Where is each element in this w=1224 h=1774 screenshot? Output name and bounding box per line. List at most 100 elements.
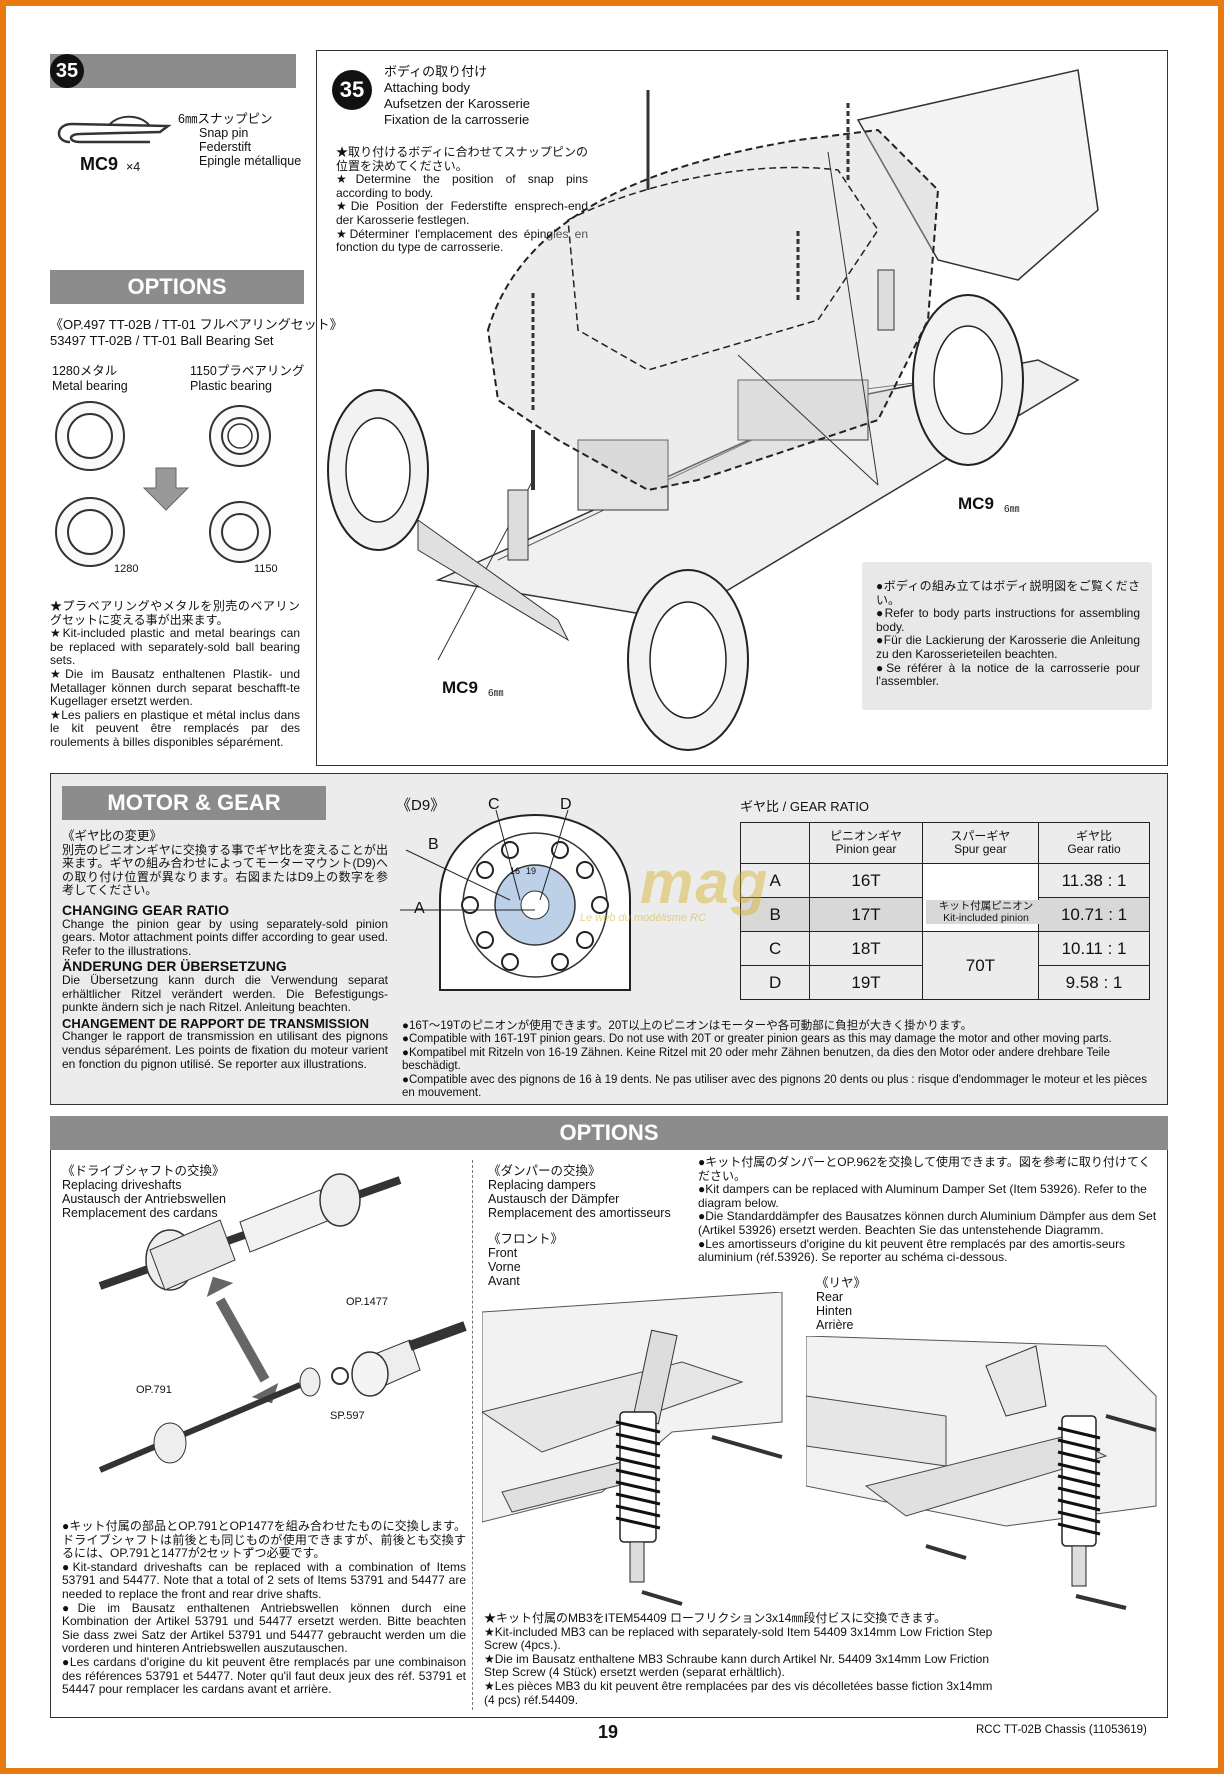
mount-label-b: B bbox=[428, 836, 439, 853]
damper-text: ●キット付属のダンパーとOP.962を交換して使用できます。図を参考に取り付けて… bbox=[698, 1155, 1158, 1265]
step35-instructions: ★取り付けるボディに合わせてスナップピンの位置を決めてください。 ★Determ… bbox=[336, 145, 588, 255]
front-label-de: Vorne bbox=[488, 1260, 521, 1274]
row-a-pinion: 16T bbox=[809, 863, 923, 898]
motor-mount-diagram bbox=[400, 809, 631, 991]
mount-label-d: D bbox=[560, 796, 572, 813]
watermark-logo: mag bbox=[640, 849, 770, 916]
mb3-text-fr: ★Les pièces MB3 du kit peuvent être remp… bbox=[484, 1678, 993, 1707]
compat-en: ●Compatible with 16T-19T pinion gears. D… bbox=[402, 1033, 1112, 1046]
mb3-text-de: ★Die im Bausatz enthaltene MB3 Schraube … bbox=[484, 1651, 990, 1680]
rear-label-de: Hinten bbox=[816, 1304, 853, 1318]
step35-instr-fr: ★Déterminer l'emplacement des épingles e… bbox=[336, 226, 588, 255]
bearing-illustration bbox=[55, 401, 271, 567]
mb3-text: ★キット付属のMB3をITEM54409 ローフリクション3x14㎜段付ビスに交… bbox=[484, 1611, 1004, 1707]
col-spur-en: Spur gear bbox=[954, 842, 1007, 856]
compat-de: ●Kompatibel mit Ritzeln von 16-19 Zähnen… bbox=[402, 1046, 1111, 1073]
front-label-jp: 《フロント》 bbox=[488, 1232, 564, 1246]
bearing-label-1150: 1150 bbox=[254, 563, 278, 575]
bearing-text-en: ★Kit-included plastic and metal bearings… bbox=[50, 626, 300, 668]
bearing-text-jp: ★プラベアリングやメタルを別売のベアリングセットに変える事が出来ます。 bbox=[50, 599, 300, 627]
driveshaft-title-fr: Remplacement des cardans bbox=[62, 1206, 218, 1220]
row-c-ratio: 10.11 : 1 bbox=[1038, 931, 1150, 966]
col-ratio-jp: ギヤ比 bbox=[1076, 829, 1113, 843]
op1477-label: OP.1477 bbox=[346, 1296, 389, 1308]
body-note-fr: ●Se référer à la notice de la carrosseri… bbox=[876, 660, 1140, 689]
mc9-label-right: MC9 bbox=[958, 494, 994, 513]
sp597-label: SP.597 bbox=[330, 1410, 365, 1422]
step35-instr-jp: ★取り付けるボディに合わせてスナップピンの位置を決めてください。 bbox=[336, 145, 588, 173]
car-body-illustration bbox=[327, 69, 1099, 751]
front-label-fr: Avant bbox=[488, 1274, 520, 1288]
front-damper-illustration bbox=[482, 1292, 783, 1606]
step35-number: 35 bbox=[332, 70, 372, 110]
driveshaft-text-de: ●Die im Bausatz enthaltenen Antriebswell… bbox=[62, 1600, 466, 1656]
snap-pin-illustration bbox=[57, 115, 172, 144]
snap-pin-fr: Epingle métallique bbox=[199, 154, 302, 168]
body-note-en: ●Refer to body parts instructions for as… bbox=[876, 606, 1140, 634]
gear-ratio-title: ギヤ比 / GEAR RATIO bbox=[740, 799, 870, 814]
mount-num-19: 19 bbox=[526, 866, 537, 876]
bearing-set-title-en: 53497 TT-02B / TT-01 Ball Bearing Set bbox=[50, 333, 274, 348]
damper-title-jp: 《ダンパーの交換》 bbox=[488, 1164, 601, 1178]
mc9-label-right-size: 6㎜ bbox=[1004, 504, 1020, 515]
gear-heading-de: ÄNDERUNG DER ÜBERSETZUNG bbox=[62, 958, 287, 975]
driveshaft-title: 《ドライブシャフトの交換》 Replacing driveshafts Aust… bbox=[62, 1164, 226, 1220]
rear-label-fr: Arrière bbox=[816, 1318, 854, 1332]
driveshaft-text-jp: ●キット付属の部品とOP.791とOP1477を組み合わせたものに交換します。ド… bbox=[62, 1519, 466, 1561]
mount-label-c: C bbox=[488, 796, 500, 813]
gear-text-en: Change the pinion gear by using separate… bbox=[62, 916, 388, 958]
col-spur-jp: スパーギヤ bbox=[950, 829, 1011, 843]
driveshaft-title-jp: 《ドライブシャフトの交換》 bbox=[62, 1164, 225, 1178]
table-row: D 19T 9.58 : 1 bbox=[739, 965, 1150, 1000]
damper-text-jp: ●キット付属のダンパーとOP.962を交換して使用できます。図を参考に取り付けて… bbox=[698, 1155, 1151, 1183]
row-a-ratio: 11.38 : 1 bbox=[1038, 863, 1150, 898]
rear-label: 《リヤ》 Rear Hinten Arrière bbox=[816, 1276, 866, 1332]
step35-instr-en: ★Determine the position of snap pins acc… bbox=[336, 172, 588, 200]
damper-title-fr: Remplacement des amortisseurs bbox=[488, 1206, 671, 1220]
plastic-bearing-en: Plastic bearing bbox=[190, 379, 272, 393]
table-row: A 16T 11.38 : 1 bbox=[739, 863, 1150, 932]
gear-text: 《ギヤ比の変更》 別売のピニオンギヤに交換する事でギヤ比を変えることが出来ます。… bbox=[62, 829, 388, 1071]
row-d-pos: D bbox=[739, 965, 811, 1000]
gear-text-fr: Changer le rapport de transmission en ut… bbox=[62, 1029, 388, 1071]
spur-kit-label: キット付属ピニオン Kit-included pinion bbox=[926, 900, 1046, 924]
row-c-pinion: 18T bbox=[809, 931, 923, 966]
options-bottom-header: OPTIONS bbox=[50, 1116, 1168, 1150]
damper-title-de: Austausch der Dämpfer bbox=[488, 1192, 620, 1206]
snap-pin-qty: ×4 bbox=[126, 160, 141, 174]
spur-kit-jp: キット付属ピニオン bbox=[938, 900, 1034, 912]
step35-instr-de: ★Die Position der Federstifte ensprech-e… bbox=[336, 199, 588, 227]
step35-title-fr: Fixation de la carrosserie bbox=[384, 112, 530, 127]
gear-text-de: Die Übersetzung kann durch die Verwendun… bbox=[62, 972, 388, 1015]
metal-bearing-en: Metal bearing bbox=[52, 379, 128, 393]
step35-left-header bbox=[50, 54, 296, 88]
damper-text-fr: ●Les amortisseurs d'origine du kit peuve… bbox=[698, 1236, 1126, 1265]
bearing-label-1280: 1280 bbox=[114, 563, 139, 575]
op791-label: OP.791 bbox=[136, 1384, 172, 1396]
damper-title-en: Replacing dampers bbox=[488, 1178, 596, 1192]
compat-fr: ●Compatible avec des pignons de 16 à 19 … bbox=[402, 1073, 1147, 1100]
driveshaft-text-en: ●Kit-standard driveshafts can be replace… bbox=[62, 1559, 466, 1601]
front-label-en: Front bbox=[488, 1246, 518, 1260]
motor-gear-header: MOTOR & GEAR bbox=[62, 786, 326, 820]
col-pinion-jp: ピニオンギヤ bbox=[830, 829, 903, 843]
snap-pin-en: Snap pin bbox=[199, 126, 249, 140]
step35-title-de: Aufsetzen der Karosserie bbox=[384, 96, 530, 111]
driveshaft-title-en: Replacing driveshafts bbox=[62, 1178, 182, 1192]
row-d-ratio: 9.58 : 1 bbox=[1038, 965, 1150, 1000]
page-number: 19 bbox=[598, 1722, 619, 1742]
mc9-label-left-size: 6㎜ bbox=[488, 688, 504, 699]
pinion-compat-text: ●16T〜19Tのピニオンが使用できます。20T以上のピニオンはモーターや各可動… bbox=[402, 1020, 1158, 1100]
body-note-de: ●Für die Lackierung der Karosserie die A… bbox=[876, 633, 1140, 661]
gear-heading-en: CHANGING GEAR RATIO bbox=[62, 901, 229, 918]
bearing-set-title-jp: 《OP.497 TT-02B / TT-01 フルベアリングセット》 bbox=[50, 317, 343, 332]
driveshaft-illustration bbox=[98, 1173, 467, 1473]
rear-damper-spring bbox=[1057, 1415, 1101, 1587]
gear-heading-fr: CHANGEMENT DE RAPPORT DE TRANSMISSION bbox=[62, 1015, 369, 1031]
body-assembly-note: ●ボディの組み立てはボディ説明図をご覧ください。 ●Refer to body … bbox=[862, 562, 1152, 710]
damper-text-en: ●Kit dampers can be replaced with Alumin… bbox=[698, 1182, 1147, 1210]
rear-label-jp: 《リヤ》 bbox=[816, 1276, 867, 1290]
step35-title-jp: ボディの取り付け bbox=[384, 64, 488, 79]
